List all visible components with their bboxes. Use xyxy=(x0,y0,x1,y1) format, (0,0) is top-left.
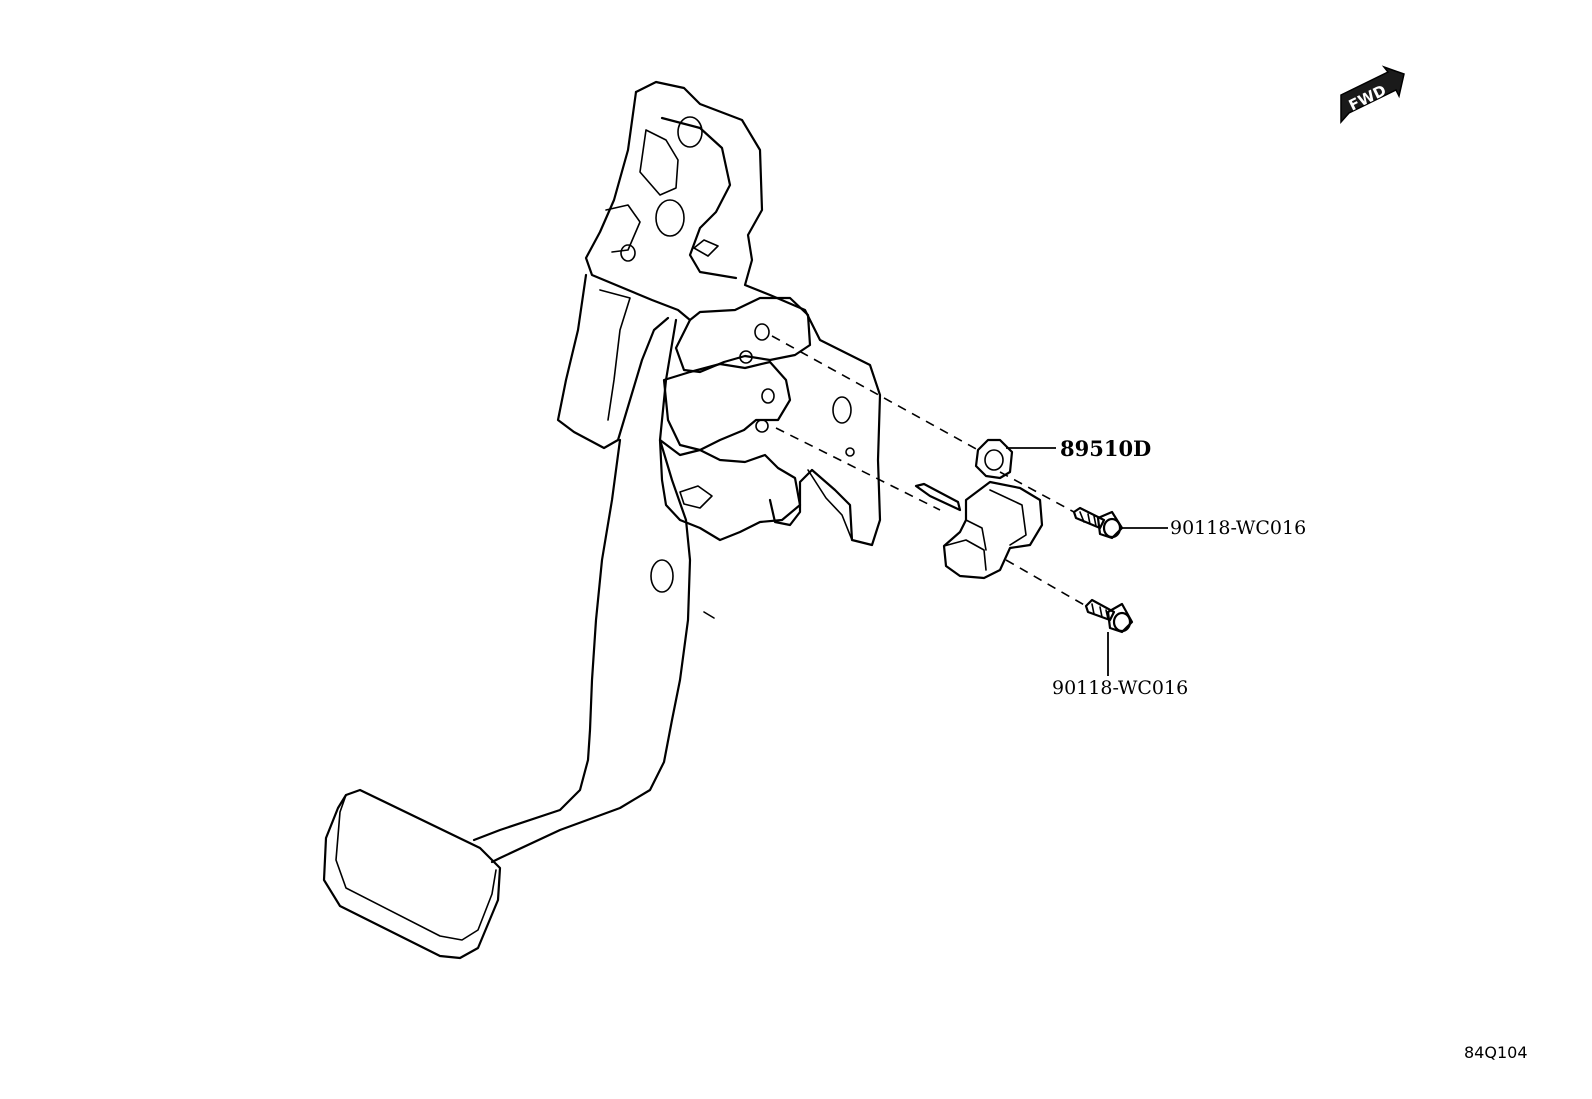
stop-lamp-switch xyxy=(914,438,1044,580)
callout-bolt-lower: 90118-WC016 xyxy=(1052,677,1188,699)
bolt-lower xyxy=(1084,598,1134,634)
pedal-pad xyxy=(322,788,502,960)
callout-sensor: 89510D xyxy=(1060,436,1151,461)
illustration-code: 84Q104 xyxy=(1464,1043,1528,1062)
installation-lines xyxy=(771,335,1087,607)
leader-lines xyxy=(1006,447,1168,676)
callout-bolt-upper: 90118-WC016 xyxy=(1170,517,1306,539)
pedal-arm xyxy=(472,273,802,864)
fwd-arrow-icon: FWD xyxy=(1340,65,1405,124)
pedal-bracket xyxy=(584,80,882,547)
bolt-upper xyxy=(1072,506,1124,540)
